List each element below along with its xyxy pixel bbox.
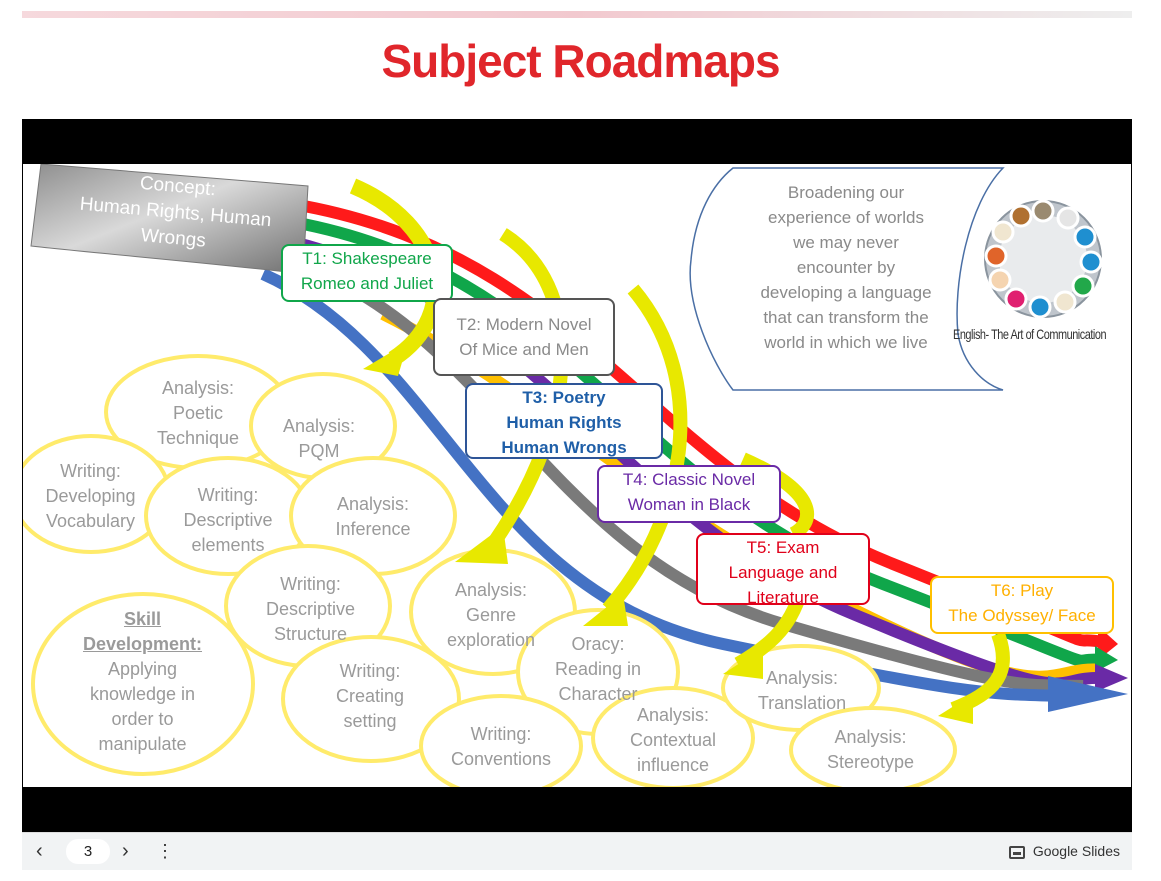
slides-icon xyxy=(1008,845,1025,859)
page-number-input[interactable]: 3 xyxy=(66,839,110,864)
term-t2-box: T2: Modern Novel Of Mice and Men xyxy=(433,298,615,376)
scroll-shape xyxy=(689,167,1005,391)
arrowhead-t3 xyxy=(583,594,628,626)
slide-canvas: Concept: Human Rights, Human Wrongs T1: … xyxy=(23,164,1131,787)
chevron-right-icon[interactable]: › xyxy=(122,840,129,862)
cloud-genre-text: Analysis: Genre exploration xyxy=(446,580,536,650)
purple-arrowhead xyxy=(1095,664,1128,692)
cloud-vocab-text: Writing: Developing Vocabulary xyxy=(45,461,136,531)
player-controls: ‹ 3 › ⋮ Google Slides xyxy=(22,832,1132,870)
green-arrowhead xyxy=(1095,646,1118,672)
cloud-oracy-text: Oracy: Reading in Character xyxy=(554,634,642,704)
term-t4-box: T4: Classic Novel Woman in Black xyxy=(597,465,781,523)
arrow-t3 xyxy=(602,284,688,614)
cloud-descstruct-text: Writing: Descriptive Structure xyxy=(265,574,356,644)
term-t5-box: T5: Exam Language and Literature xyxy=(696,533,870,607)
cloud-descel-text: Writing: Descriptive elements xyxy=(183,485,273,555)
term-t3-box: T3: Poetry Human Rights Human Wrongs xyxy=(465,383,663,459)
more-vert-icon[interactable]: ⋮ xyxy=(156,841,174,861)
cloud-stereotype-text: Analysis: Stereotype xyxy=(826,727,915,772)
cloud-stereotype xyxy=(789,706,957,787)
google-slides-brand[interactable]: Google Slides xyxy=(1008,833,1120,870)
term-t6-box: T6: Play The Odyssey/ Face xyxy=(930,576,1114,634)
cloud-translation-text: Analysis: Translation xyxy=(757,668,847,713)
cloud-setting-text: Writing: Creating setting xyxy=(335,661,405,731)
blue-arrowhead xyxy=(1048,676,1128,712)
cloud-poetic-text: Analysis: Poetic Technique xyxy=(156,378,240,448)
cloud-conventions-text: Writing: Conventions xyxy=(450,724,552,769)
top-accent-bar xyxy=(22,11,1132,18)
cloud-inference-text: Analysis: Inference xyxy=(335,494,411,539)
arrowhead-t5 xyxy=(723,648,763,679)
cloud-contextual xyxy=(591,686,755,787)
cloud-setting xyxy=(281,635,461,763)
skill-development-text: Skill Development: Applying knowledge in… xyxy=(82,609,203,754)
term-t1-box: T1: Shakespeare Romeo and Juliet xyxy=(281,244,453,302)
chevron-left-icon[interactable]: ‹ xyxy=(36,840,43,862)
cloud-conventions xyxy=(419,694,583,787)
arrowhead-t2 xyxy=(455,526,508,564)
page-title: Subject Roadmaps xyxy=(381,35,780,87)
cloud-skill xyxy=(31,592,255,776)
arrowhead-t6 xyxy=(938,694,973,724)
scroll-text: Broadening our experience of worlds we m… xyxy=(760,183,932,352)
cloud-pqm-text: Analysis: PQM xyxy=(282,416,356,461)
logo-caption: English- The Art of Communication xyxy=(953,326,1107,342)
cloud-contextual-text: Analysis: Contextual influence xyxy=(629,705,717,775)
arrowhead-t1 xyxy=(363,342,408,376)
english-logo xyxy=(984,199,1103,319)
